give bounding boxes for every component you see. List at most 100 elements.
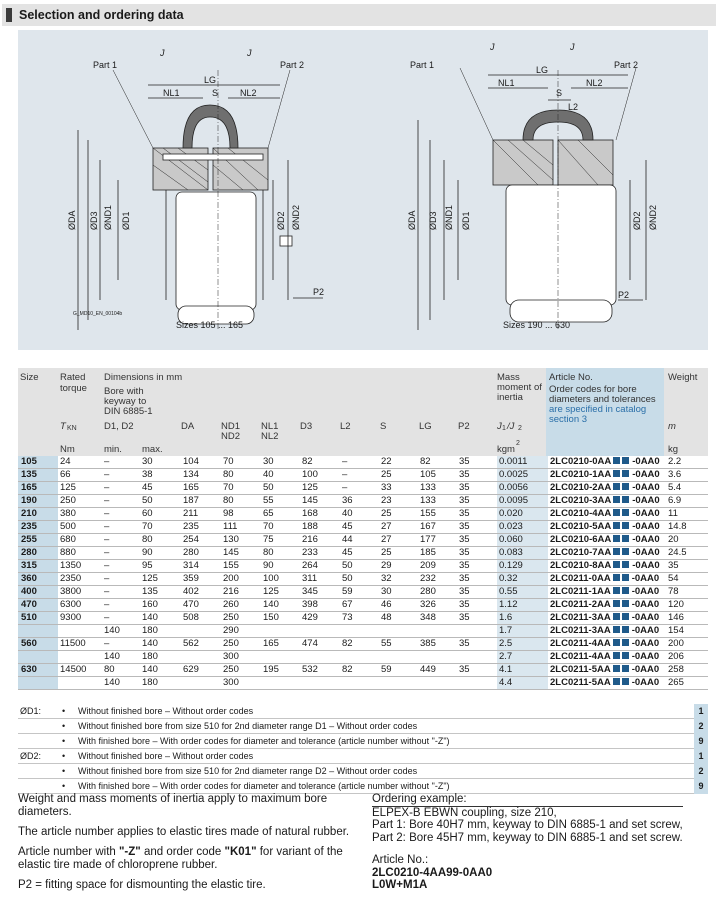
cell-p2: 35 bbox=[457, 598, 497, 612]
bullet: • bbox=[62, 721, 66, 731]
cell-nd: 216 bbox=[221, 585, 261, 599]
cell-p2: 35 bbox=[457, 468, 497, 482]
placeholder-square bbox=[612, 678, 620, 685]
label-d1-left: ØD1 bbox=[121, 211, 131, 230]
cell-da: 134 bbox=[181, 468, 221, 482]
cell-d3: 429 bbox=[300, 611, 340, 625]
cell-d3: 474 bbox=[300, 637, 340, 651]
th-p2: P2 bbox=[458, 421, 470, 432]
placeholder-square bbox=[612, 574, 620, 581]
placeholder-square bbox=[612, 600, 620, 607]
technical-drawing: Part 1 Part 2 J J LG NL1 S NL2 P2 G_MD10… bbox=[18, 30, 708, 350]
cell-da: 470 bbox=[181, 598, 221, 612]
cell-j: 2.5 bbox=[497, 637, 548, 651]
cell-l2 bbox=[340, 650, 379, 664]
bullet: • bbox=[62, 766, 66, 776]
th-tkn: T bbox=[60, 421, 66, 432]
left-drawing bbox=[77, 69, 323, 330]
cell-d3: 233 bbox=[300, 546, 340, 560]
cell-l2: 50 bbox=[340, 572, 379, 586]
cell-j: 0.0095 bbox=[497, 494, 548, 508]
cell-min: – bbox=[102, 468, 140, 482]
ordering-example: Ordering example: ELPEX-B EBWN coupling,… bbox=[372, 793, 683, 892]
cell-nd: 98 bbox=[221, 507, 261, 521]
cell-torque: 2350 bbox=[58, 572, 102, 586]
cell-m: 20 bbox=[666, 533, 708, 547]
placeholder-square bbox=[622, 548, 630, 555]
cell-max: 30 bbox=[140, 456, 181, 469]
th-mass3: inertia bbox=[497, 392, 523, 403]
cell-d3: 125 bbox=[300, 481, 340, 495]
cell-j: 0.129 bbox=[497, 559, 548, 573]
placeholder-square bbox=[612, 665, 620, 672]
cell-lg: 185 bbox=[418, 546, 457, 560]
cell-m: 2.2 bbox=[666, 456, 708, 469]
cell-max: 90 bbox=[140, 546, 181, 560]
label-p2-left: P2 bbox=[313, 287, 324, 297]
cell-da: 235 bbox=[181, 520, 221, 534]
label-nd1-right: ØND1 bbox=[444, 205, 454, 230]
table-header: Size Rated torque T KN Nm Dimensions in … bbox=[18, 368, 708, 456]
cell-da: 104 bbox=[181, 456, 221, 469]
cell-s: 27 bbox=[379, 520, 418, 534]
cell-d3: 188 bbox=[300, 520, 340, 534]
label-d1-right: ØD1 bbox=[461, 211, 471, 230]
cell-art: 2LC0211-5AA-0AA0 bbox=[548, 663, 666, 677]
cell-min: – bbox=[102, 637, 140, 651]
cell-art: 2LC0211-4AA-0AA0 bbox=[548, 637, 666, 651]
th-nd2: ND2 bbox=[221, 431, 241, 442]
cell-lg: 167 bbox=[418, 520, 457, 534]
cell-s: 29 bbox=[379, 559, 418, 573]
cell-nl: 90 bbox=[261, 559, 300, 573]
bullet: • bbox=[62, 736, 66, 746]
label-da-left: ØDA bbox=[67, 210, 77, 230]
cell-da: 280 bbox=[181, 546, 221, 560]
cell-max: 160 bbox=[140, 598, 181, 612]
cell-art: 2LC0210-8AA-0AA0 bbox=[548, 559, 666, 573]
cell-p2: 35 bbox=[457, 572, 497, 586]
cell-nd: 155 bbox=[221, 559, 261, 573]
cell-lg: 105 bbox=[418, 468, 457, 482]
cell-size: 105 bbox=[18, 456, 58, 469]
th-s: S bbox=[380, 421, 387, 432]
cell-nl bbox=[261, 650, 300, 664]
th-bore2: keyway to bbox=[104, 396, 147, 407]
note-code: 1 bbox=[694, 703, 708, 719]
placeholder-square bbox=[613, 509, 621, 516]
th-da: DA bbox=[181, 421, 195, 432]
cell-torque: 11500 bbox=[58, 637, 102, 651]
cell-nd: 80 bbox=[221, 468, 261, 482]
placeholder-square bbox=[622, 470, 630, 477]
cell-size: 210 bbox=[18, 507, 58, 521]
th-size: Size bbox=[20, 372, 39, 383]
cell-art: 2LC0211-1AA-0AA0 bbox=[548, 585, 666, 599]
cell-da: 187 bbox=[181, 494, 221, 508]
cell-p2: 35 bbox=[457, 481, 497, 495]
cell-m: 5.4 bbox=[666, 481, 708, 495]
cell-max: 140 bbox=[140, 637, 181, 651]
cell-da: 508 bbox=[181, 611, 221, 625]
cell-d3 bbox=[300, 676, 340, 690]
cell-p2: 35 bbox=[457, 533, 497, 547]
cell-torque: 250 bbox=[58, 494, 102, 508]
cell-d3 bbox=[300, 650, 340, 664]
cell-j: 2.7 bbox=[497, 650, 548, 664]
cell-nl: 125 bbox=[261, 585, 300, 599]
label-d3-left: ØD3 bbox=[89, 211, 99, 230]
note-row: ØD2:•Without finished bore – Without ord… bbox=[18, 748, 708, 764]
cell-min: – bbox=[102, 494, 140, 508]
label-part1-left: Part 1 bbox=[93, 60, 117, 70]
cell-p2: 35 bbox=[457, 494, 497, 508]
cell-art: 2LC0210-5AA-0AA0 bbox=[548, 520, 666, 534]
cell-nl: 150 bbox=[261, 611, 300, 625]
cell-l2: 59 bbox=[340, 585, 379, 599]
cell-nd: 250 bbox=[221, 611, 261, 625]
cell-min: – bbox=[102, 546, 140, 560]
cell-m: 265 bbox=[666, 676, 708, 690]
cell-da: 165 bbox=[181, 481, 221, 495]
